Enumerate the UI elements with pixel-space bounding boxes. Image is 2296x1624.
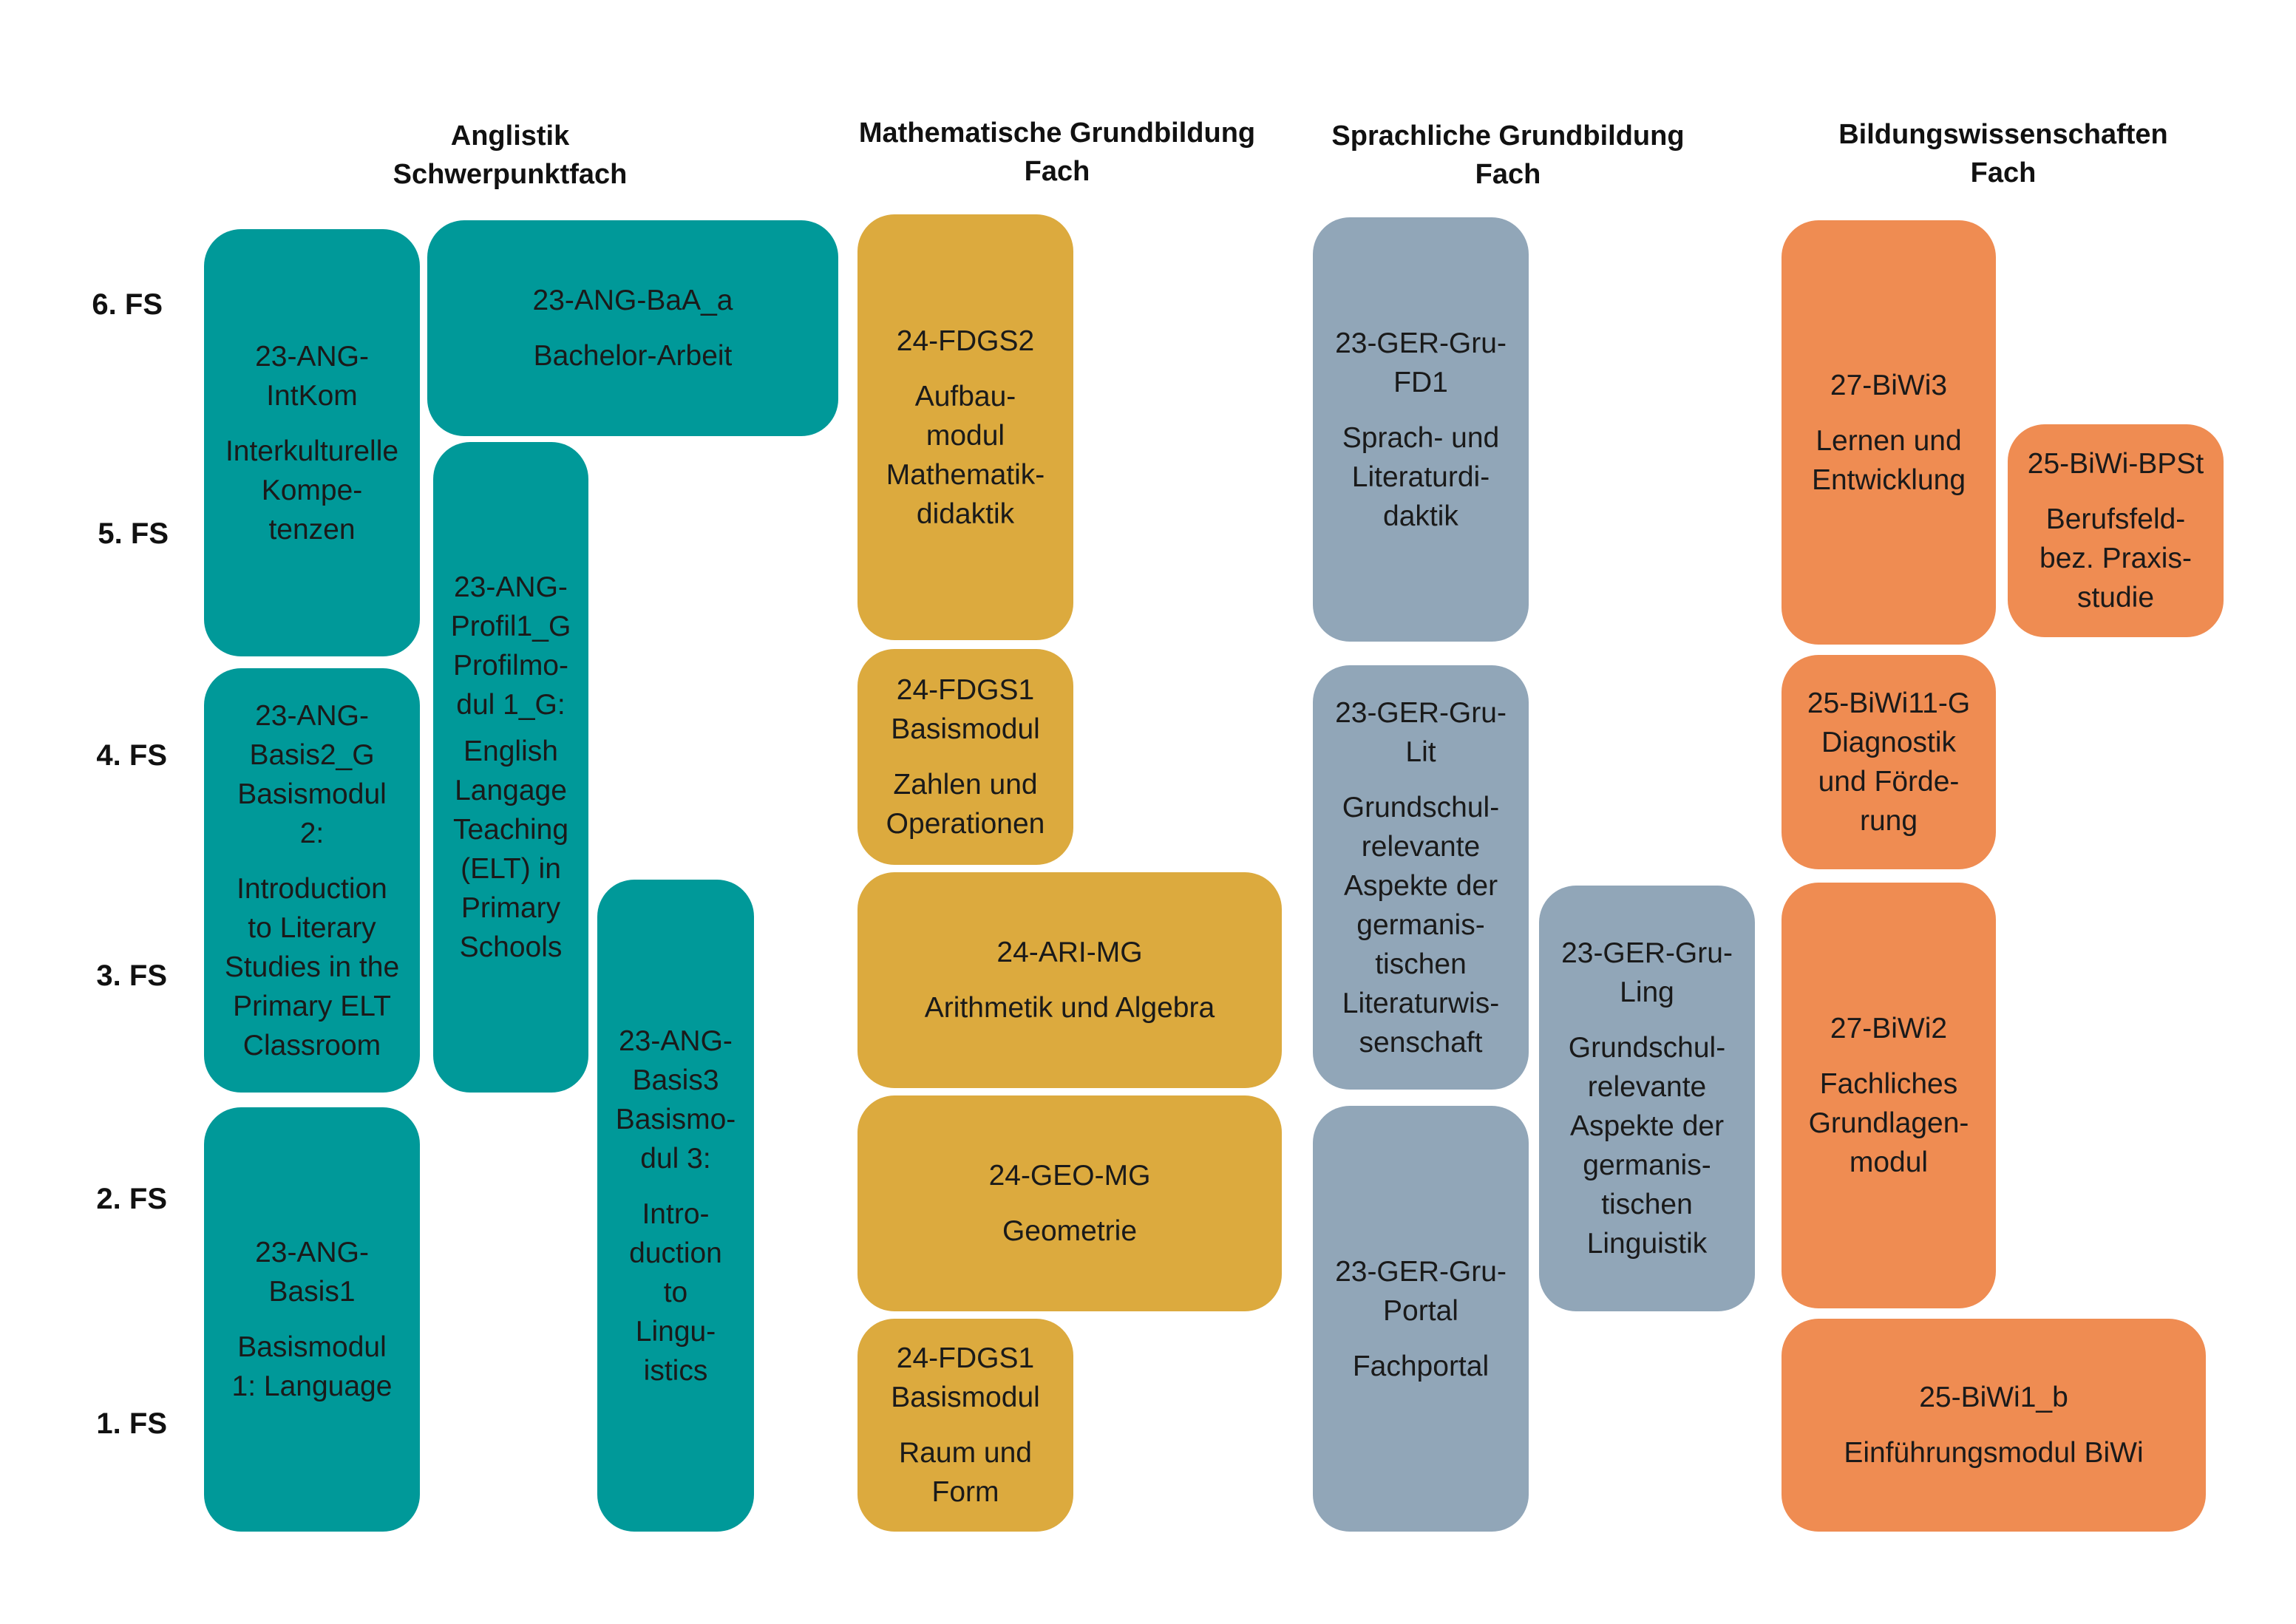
module-name: Intro- duction to Lingu- istics [629,1197,722,1387]
module-biwi1[interactable]: 25-BiWi1_b Einführungsmodul BiWi [1782,1319,2206,1532]
module-name: Interkulturelle Kompe- tenzen [225,435,399,546]
module-name: Zahlen und Operationen [886,769,1045,840]
module-name: Grundschul- relevante Aspekte der german… [1342,791,1500,1059]
column-title-anglistik: Anglistik Schwerpunktfach [340,117,680,194]
module-fdgs1-zahlen[interactable]: 24-FDGS1 Basismodul Zahlen und Operation… [857,649,1073,865]
semester-label-2: 2. FS [96,1183,167,1215]
module-code: 24-GEO-MG [988,1160,1151,1192]
module-fdgs1-raum[interactable]: 24-FDGS1 Basismodul Raum und Form [857,1319,1073,1532]
module-name: Fachliches Grundlagen- modul [1808,1068,1969,1178]
module-code: 24-FDGS1 Basismodul [891,1342,1040,1413]
column-title-line2: Fach [1970,157,2037,188]
semester-label-1: 1. FS [96,1407,167,1440]
module-code: 23-ANG-BaA_a [532,285,733,316]
module-name: Berufsfeld- bez. Praxis- studie [2039,503,2192,614]
module-name: Geometrie [1002,1215,1138,1247]
module-name: Lernen und Entwicklung [1811,424,1966,496]
column-title-biwi: Bildungswissenschaften Fach [1796,115,2210,192]
module-code: 23-ANG- Basis1 [255,1237,369,1308]
module-fdgs2[interactable]: 24-FDGS2 Aufbau- modul Mathematik- didak… [857,214,1073,640]
column-title-line1: Anglistik [450,120,570,152]
module-ang-profil1[interactable]: 23-ANG- Profil1_G Profilmo- dul 1_G: Eng… [433,442,588,1093]
module-code: 24-FDGS1 Basismodul [891,674,1040,745]
column-title-line2: Fach [1475,159,1541,190]
module-code: 24-ARI-MG [996,937,1143,968]
module-name: Einführungsmodul BiWi [1844,1437,2144,1469]
module-code: 23-GER-Gru- Lit [1335,696,1507,768]
module-ger-ling[interactable]: 23-GER-Gru- Ling Grundschul- relevante A… [1539,886,1755,1311]
module-ang-intkom[interactable]: 23-ANG- IntKom Interkulturelle Kompe- te… [204,229,420,656]
module-code: 23-ANG- Profil1_G Profilmo- dul 1_G: [450,571,571,721]
module-name: Arithmetik und Algebra [924,992,1215,1024]
module-ang-basis3[interactable]: 23-ANG- Basis3 Basismo- dul 3: Intro- du… [597,880,754,1532]
semester-label-6: 6. FS [92,288,163,321]
module-ang-basis1[interactable]: 23-ANG- Basis1 Basismodul 1: Language [204,1107,420,1532]
module-name: Basismodul 1: Language [231,1331,393,1402]
module-code: 27-BiWi3 [1830,369,1948,401]
semester-label-5: 5. FS [98,517,169,550]
column-title-line1: Bildungswissenschaften [1838,119,2168,150]
module-code: 23-ANG- Basis3 Basismo- dul 3: [615,1025,736,1175]
module-name: Raum und Form [899,1437,1032,1508]
module-ger-fd1[interactable]: 23-GER-Gru- FD1 Sprach- und Literaturdi-… [1313,217,1529,642]
module-ger-lit[interactable]: 23-GER-Gru- Lit Grundschul- relevante As… [1313,665,1529,1090]
column-title-sprache: Sprachliche Grundbildung Fach [1301,117,1715,194]
module-ari-mg[interactable]: 24-ARI-MG Arithmetik und Algebra [857,872,1282,1088]
module-code: 27-BiWi2 [1830,1013,1948,1044]
semester-label-3: 3. FS [96,959,167,992]
column-title-line2: Schwerpunktfach [393,159,628,190]
module-name: Fachportal [1352,1350,1490,1382]
module-name: Grundschul- relevante Aspekte der german… [1568,1032,1726,1260]
module-code: 25-BiWi11-G Diagnostik und Förde- rung [1807,687,1971,837]
module-code: 23-GER-Gru- Portal [1335,1255,1507,1327]
module-name: Aufbau- modul Mathematik- didaktik [886,380,1045,530]
module-biwi11[interactable]: 25-BiWi11-G Diagnostik und Förde- rung [1782,655,1996,869]
module-code: 23-ANG- Basis2_G Basismodul 2: [237,699,387,849]
semester-label-4: 4. FS [96,739,167,772]
module-code: 24-FDGS2 [896,325,1035,357]
module-code: 25-BiWi1_b [1919,1382,2068,1413]
module-biwi-bpst[interactable]: 25-BiWi-BPSt Berufsfeld- bez. Praxis- st… [2008,424,2224,637]
column-title-mathe: Mathematische Grundbildung Fach [821,114,1294,191]
module-biwi3[interactable]: 27-BiWi3 Lernen und Entwicklung [1782,220,1996,645]
module-ang-baa[interactable]: 23-ANG-BaA_a Bachelor-Arbeit [427,220,838,436]
module-name: Sprach- und Literaturdi- daktik [1342,421,1500,532]
module-biwi2[interactable]: 27-BiWi2 Fachliches Grundlagen- modul [1782,883,1996,1308]
module-name: Introduction to Literary Studies in the … [224,872,400,1061]
module-ang-basis2[interactable]: 23-ANG- Basis2_G Basismodul 2: Introduct… [204,668,420,1093]
module-code: 23-GER-Gru- Ling [1561,937,1733,1008]
module-name: English Langage Teaching (ELT) in Primar… [452,735,569,963]
column-title-line1: Sprachliche Grundbildung [1331,120,1685,152]
module-code: 23-GER-Gru- FD1 [1335,327,1507,398]
column-title-line2: Fach [1024,156,1090,187]
module-ger-portal[interactable]: 23-GER-Gru- Portal Fachportal [1313,1106,1529,1532]
module-geo-mg[interactable]: 24-GEO-MG Geometrie [857,1095,1282,1311]
module-name: Bachelor-Arbeit [533,340,733,372]
module-code: 23-ANG- IntKom [255,340,369,412]
column-title-line1: Mathematische Grundbildung [858,118,1256,149]
module-code: 25-BiWi-BPSt [2027,448,2204,480]
